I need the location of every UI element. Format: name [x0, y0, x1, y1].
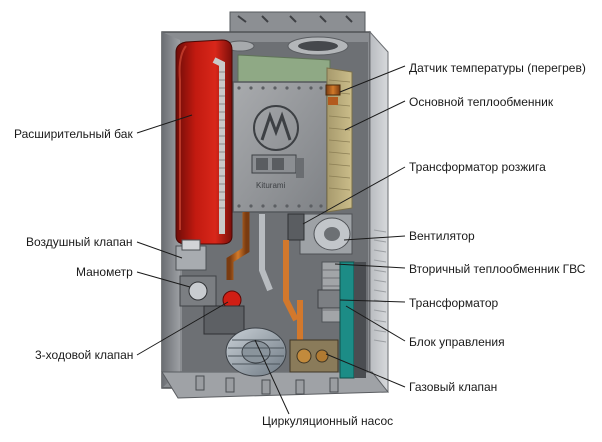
label-main-exchanger: Основной теплообменник [409, 95, 554, 109]
leader-line-gas-valve [325, 353, 406, 388]
label-secondary-exchanger: Вторичный теплообменник ГВС [409, 262, 586, 276]
brand-text: Kiturami [256, 181, 286, 190]
leader-line-secondary-exchanger [334, 263, 406, 269]
label-three-way-valve: 3-ходовой клапан [35, 348, 134, 362]
label-circulation-pump: Циркуляционный насос [262, 414, 394, 428]
leader-line-temp-sensor [339, 65, 406, 93]
label-control-unit: Блок управления [409, 335, 505, 349]
leader-line-control-unit [345, 305, 406, 342]
leader-line-three-way-valve [136, 301, 229, 356]
label-ignition-transformer: Трансформатор розжига [409, 160, 546, 174]
label-fan: Вентилятор [409, 229, 475, 243]
leader-line-transformer [339, 299, 406, 303]
label-manometer: Манометр [76, 265, 133, 279]
leader-line-main-exchanger [344, 100, 406, 131]
label-temp-sensor: Датчик температуры (перегрев) [409, 61, 586, 75]
leader-line-circulation-pump [254, 339, 290, 415]
label-transformer: Трансформатор [409, 296, 499, 310]
pump-body [225, 327, 287, 377]
brand-logo [253, 105, 299, 151]
leader-line-expansion-tank [136, 114, 193, 134]
label-air-valve: Воздушный клапан [26, 235, 133, 249]
label-expansion-tank: Расширительный бак [14, 127, 133, 141]
label-gas-valve: Газовый клапан [409, 380, 498, 394]
leader-line-ignition-transformer [302, 166, 406, 225]
leader-line-air-valve [136, 241, 183, 259]
leader-line-fan [343, 235, 406, 241]
leader-line-manometer [136, 271, 191, 288]
